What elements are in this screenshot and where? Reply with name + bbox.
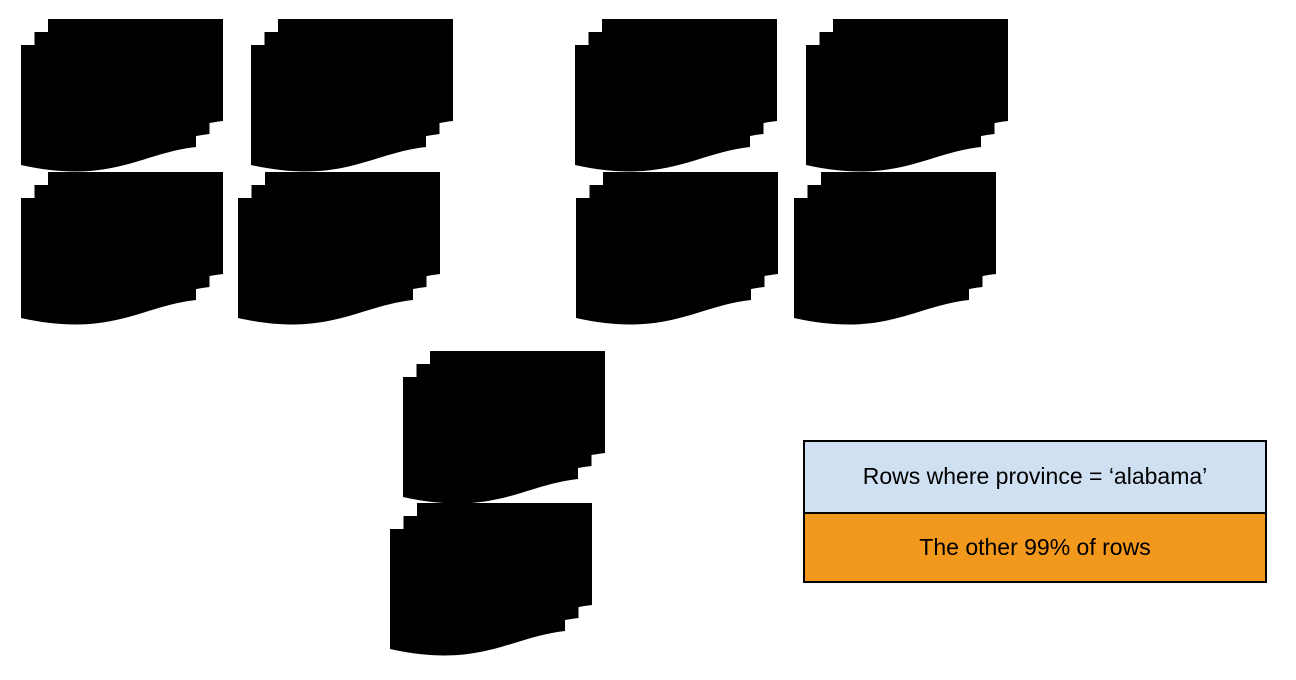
- document-stack-icon: [251, 19, 453, 172]
- region-stack-eu-west-1: eu-west-1: [574, 18, 779, 175]
- region-stack-eu-east-1: eu-east-1: [805, 18, 1010, 175]
- document-stack-icon: [403, 351, 605, 504]
- region-stack-us-west-1: us-west-1: [20, 18, 225, 175]
- legend-label: Rows where province = ‘alabama’: [862, 463, 1208, 490]
- region-stack-eu-west-2: eu-west-2: [575, 171, 780, 328]
- document-stack-icon: [575, 19, 777, 172]
- region-stack-ap-east-1: ap-east-1: [402, 350, 607, 507]
- legend-item-alabama-rows: Rows where province = ‘alabama’: [805, 442, 1265, 512]
- document-stack-icon: [576, 172, 778, 325]
- legend-item-other-rows: The other 99% of rows: [805, 511, 1265, 581]
- document-stack-icon: [21, 172, 223, 325]
- region-stack-us-east-1: us-east-1: [250, 18, 455, 175]
- region-stack-us-east-2: us-east-2: [237, 171, 442, 328]
- document-stack-icon: [238, 172, 440, 325]
- document-stack-icon: [794, 172, 996, 325]
- region-stack-eu-east-2: eu-east-2: [793, 171, 998, 328]
- region-stack-us-west-2: us-west-2: [20, 171, 225, 328]
- document-stack-icon: [806, 19, 1008, 172]
- legend-box: Rows where province = ‘alabama’ The othe…: [803, 440, 1267, 583]
- document-stack-icon: [390, 503, 592, 656]
- legend-label: The other 99% of rows: [919, 533, 1151, 560]
- document-stack-icon: [21, 19, 223, 172]
- region-stack-ap-east-2: ap-east-2: [389, 502, 594, 659]
